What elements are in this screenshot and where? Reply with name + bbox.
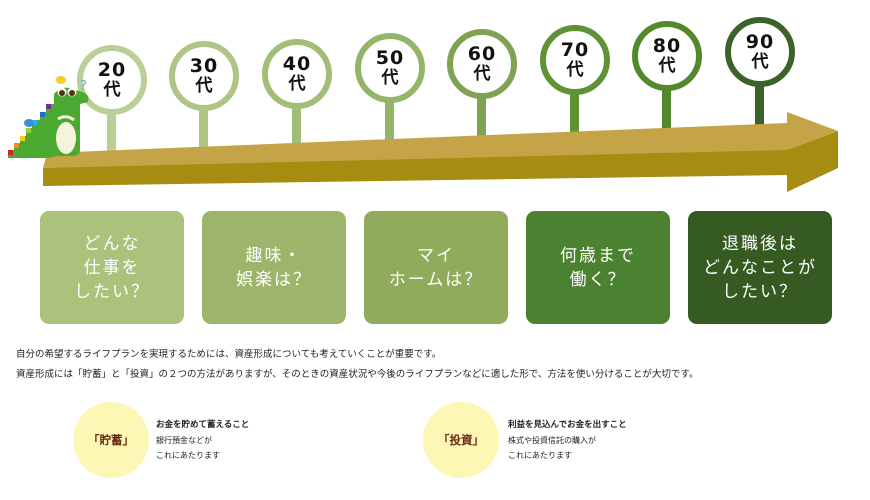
age-pin-70: 70 代 [547,40,603,80]
investment-circle: 「投資」 [423,402,499,478]
age-pin-90: 90 代 [732,32,788,72]
age-suffix: 代 [751,52,769,72]
savings-info: お金を貯めて蓄えること 銀行預金などが これにあたります [156,418,249,463]
age-number: 80 [652,35,682,57]
age-number: 40 [282,53,312,75]
investment-line-2: 株式や投資信託の購入が [508,436,596,445]
card-after-retire: 退職後は どんなことが したい？ [688,211,832,324]
age-pin-80: 80 代 [639,36,695,76]
pin-sticks [107,82,764,158]
age-pin-20: 20 代 [84,60,140,100]
age-suffix: 代 [566,60,584,80]
investment-line-3: これにあたります [508,451,572,460]
card-hobby: 趣味・ 娯楽は？ [202,211,346,324]
question-mark: ? [80,79,87,94]
age-suffix: 代 [658,56,676,76]
card-retire-age: 何歳まで 働く？ [526,211,670,324]
age-pin-40: 40 代 [269,54,325,94]
age-suffix: 代 [288,74,306,94]
card-home: マイ ホームは？ [364,211,508,324]
mascot-crocodile: ? [8,76,89,158]
pin-circles [77,17,795,115]
savings-line-2: 銀行預金などが [156,436,212,445]
investment-info: 利益を見込んでお金を出すこと 株式や投資信託の購入が これにあたります [508,418,627,463]
age-number: 30 [189,55,219,77]
age-number: 50 [375,47,405,69]
life-timeline-graphic: ? [8,17,838,192]
arrow-top [43,112,838,168]
age-number: 70 [560,39,590,61]
card-work: どんな 仕事を したい？ [40,211,184,324]
investment-label: 「投資」 [438,433,484,447]
savings-line-3: これにあたります [156,451,220,460]
age-number: 20 [97,59,127,81]
age-suffix: 代 [195,76,213,96]
age-pin-30: 30 代 [176,56,232,96]
investment-lead: 利益を見込んでお金を出すこと [508,420,627,430]
savings-label: 「貯蓄」 [88,433,134,447]
savings-lead: お金を貯めて蓄えること [156,420,250,430]
description-line-1: 自分の希望するライフプランを実現するためには、資産形成についても考えていくことが… [16,349,442,360]
age-pin-60: 60 代 [454,44,510,84]
age-suffix: 代 [103,80,121,100]
age-suffix: 代 [381,68,399,88]
savings-circle: 「貯蓄」 [73,402,149,478]
description-line-2: 資産形成には「貯蓄」と「投資」の２つの方法がありますが、そのときの資産状況や今後… [16,369,699,380]
age-pin-50: 50 代 [362,48,418,88]
age-number: 60 [467,43,497,65]
age-number: 90 [745,31,775,53]
age-suffix: 代 [473,64,491,84]
